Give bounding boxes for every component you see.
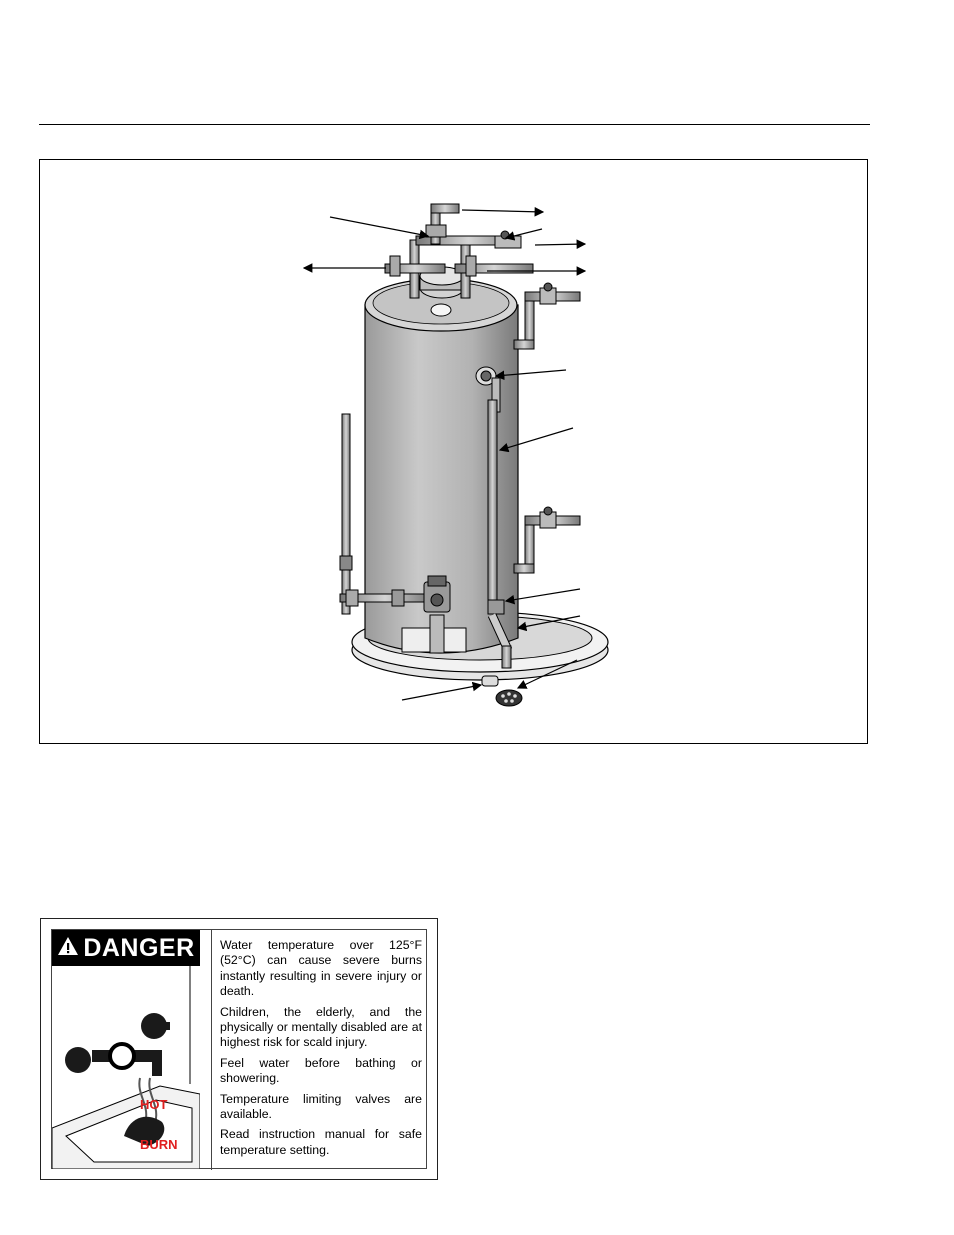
- callout-arrows: [302, 206, 587, 701]
- danger-banner: DANGER: [52, 930, 200, 966]
- burn-text: BURN: [140, 1137, 178, 1152]
- danger-paragraph: Children, the elderly, and the physicall…: [220, 1004, 422, 1050]
- water-heater-diagram: [302, 203, 609, 707]
- label-divider: [211, 930, 212, 1170]
- danger-scald-label: DANGER HOT BURN Wat: [40, 918, 438, 1180]
- danger-text-column: Water temperature over 125°F (52°C) can …: [220, 938, 422, 1163]
- top-piping: [384, 203, 534, 299]
- header-rule: [39, 124, 870, 125]
- floor-drain: [495, 689, 523, 707]
- danger-paragraph: Water temperature over 125°F (52°C) can …: [220, 938, 422, 999]
- warning-triangle-icon: [57, 934, 79, 963]
- danger-label-frame: DANGER HOT BURN Wat: [51, 929, 427, 1170]
- danger-paragraph: Temperature limiting valves are availabl…: [220, 1091, 422, 1122]
- water-heater-tank: [364, 278, 519, 654]
- drain-valve: [481, 675, 499, 687]
- danger-heading: DANGER: [83, 933, 195, 962]
- danger-paragraph: Feel water before bathing or showering.: [220, 1055, 422, 1086]
- tp-relief-valve: [475, 366, 513, 669]
- right-supply-pipes: [513, 282, 581, 574]
- hot-text: HOT: [140, 1097, 168, 1112]
- gas-control-valve: [339, 413, 451, 615]
- scald-illustration: HOT BURN: [51, 966, 201, 1170]
- water-heater-installation-figure: [39, 159, 868, 744]
- danger-paragraph: Read instruction manual for safe tempera…: [220, 1127, 422, 1157]
